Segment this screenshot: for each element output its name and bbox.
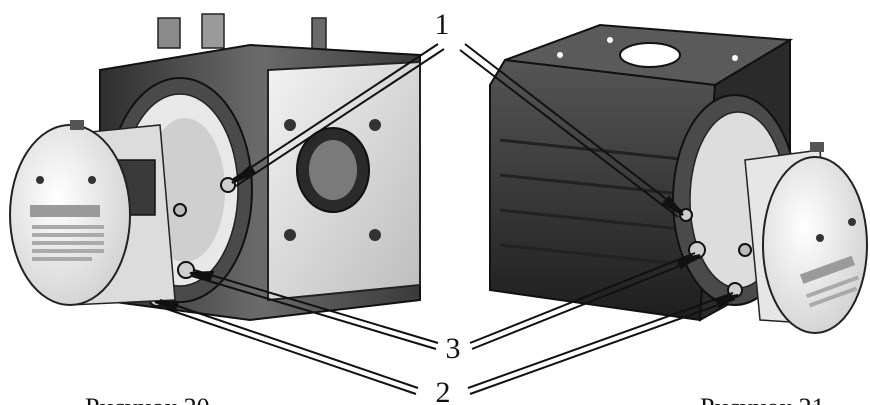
leader-3-right <box>469 252 696 344</box>
leader-1-right <box>464 43 684 213</box>
right-meter-illustration <box>489 23 868 334</box>
left-meter-illustration <box>9 13 421 322</box>
leader-1-left <box>231 43 439 181</box>
callout-2: 2 <box>436 376 451 405</box>
caption-right: Рисунок 21 <box>700 393 825 405</box>
caption-left: Рисунок 20 <box>85 393 210 405</box>
leader-3-left <box>193 269 439 344</box>
leader-lines <box>154 43 739 395</box>
leader-2-right <box>467 292 734 389</box>
callout-1: 1 <box>435 8 450 41</box>
callout-3: 3 <box>446 332 461 365</box>
leader-2-left <box>159 299 419 389</box>
